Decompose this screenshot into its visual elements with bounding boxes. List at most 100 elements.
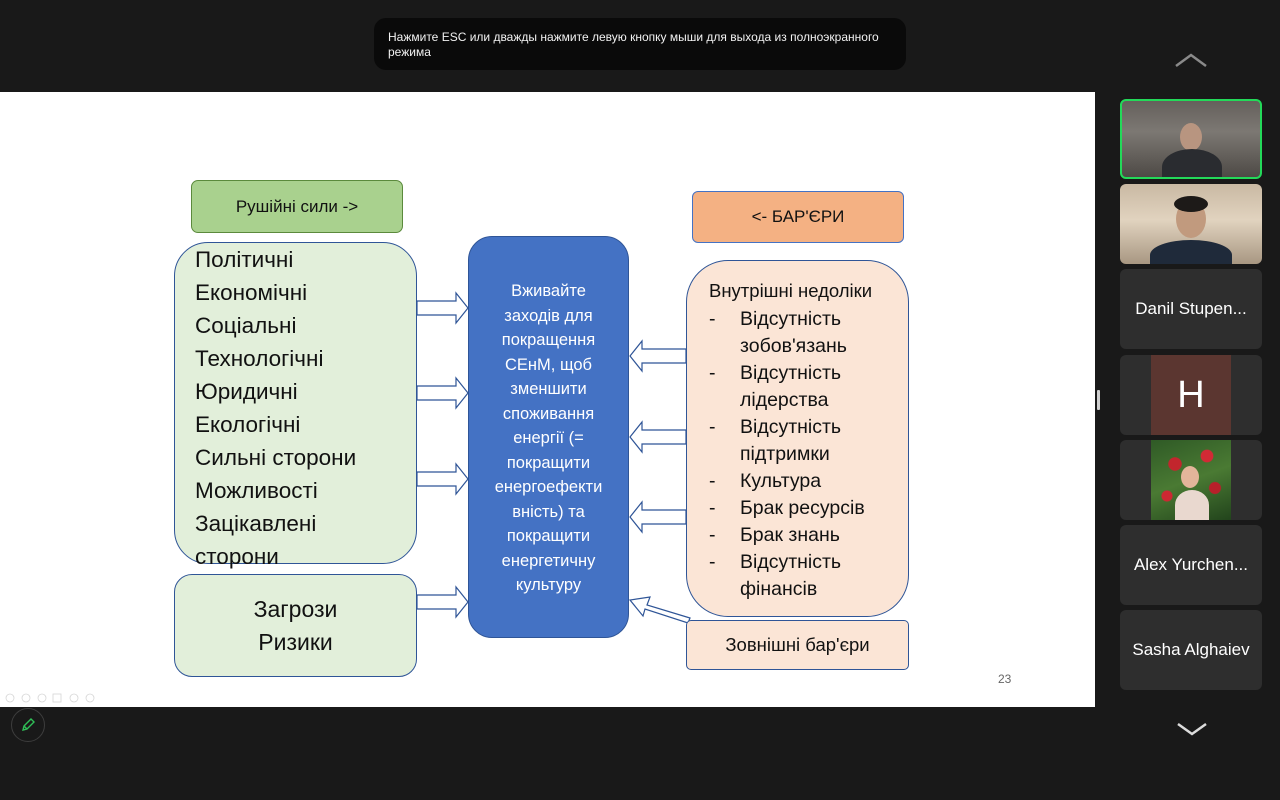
external-barriers-box: Зовнішні бар'єри	[686, 620, 909, 670]
list-dash: -	[709, 497, 716, 519]
barrier-line: зобов'язань	[740, 335, 847, 357]
driver-item: Юридичні	[195, 379, 298, 404]
list-dash: -	[709, 551, 716, 573]
internal-barriers-box: Внутрішні недоліки - Відсутність зобов'яз…	[686, 260, 909, 617]
drivers-header: Рушійні сили ->	[191, 180, 403, 233]
center-line: вність) та	[512, 502, 585, 521]
participant-tile-sasha[interactable]: Sasha Alghaiev	[1120, 610, 1262, 690]
barrier-line: підтримки	[740, 443, 830, 465]
zoom-icon	[69, 693, 79, 703]
participant-hair	[1174, 196, 1208, 212]
internal-barrier-item: - Відсутність зобов'язань	[709, 306, 898, 360]
arrow-right-1	[416, 291, 469, 325]
center-action-box: Вживайте заходів для покращення СЕнМ, що…	[468, 236, 629, 638]
center-line: покращити	[506, 453, 591, 472]
barrier-line: Відсутність	[740, 308, 842, 330]
barrier-line: Відсутність	[740, 362, 842, 384]
driver-item: Соціальні	[195, 313, 297, 338]
list-dash: -	[709, 470, 716, 492]
participant-body	[1150, 240, 1232, 264]
arrow-right-2	[416, 376, 469, 410]
participant-body	[1162, 149, 1222, 177]
slides-grid-icon	[52, 693, 62, 703]
participant-tile-danil[interactable]: Danil Stupen...	[1120, 269, 1262, 349]
slide-arrows	[416, 291, 691, 624]
driver-item: Екологічні	[195, 412, 301, 437]
internal-barrier-item: - Брак ресурсів	[709, 495, 898, 522]
notice-line-1: Нажмите ESC или дважды нажмите левую кно…	[388, 30, 879, 44]
threat-item: Ризики	[258, 628, 333, 655]
panel-resize-handle[interactable]	[1097, 390, 1100, 410]
avatar: H	[1151, 355, 1231, 435]
participant-tile-alex[interactable]: Alex Yurchen...	[1120, 525, 1262, 605]
annotate-button[interactable]	[11, 708, 45, 742]
pencil-icon	[22, 718, 35, 731]
participant-name: Sasha Alghaiev	[1132, 640, 1250, 659]
shared-screen-slide: Рушійні сили -> Політичні Економічні Соц…	[0, 92, 1095, 707]
center-line: енергоефекти	[494, 478, 603, 496]
center-line: зменшити	[510, 380, 587, 398]
barrier-line: Культура	[740, 470, 822, 492]
slide-number: 23	[998, 672, 1012, 686]
participant-name: Danil Stupen...	[1135, 299, 1247, 318]
arrow-right-4	[416, 585, 469, 619]
driver-item: Зацікавлені	[195, 511, 317, 536]
driver-item: Сильні сторони	[195, 445, 357, 470]
barrier-line: Відсутність	[740, 551, 842, 573]
drivers-list-box: Політичні Економічні Соціальні Технологі…	[174, 242, 417, 569]
internal-barrier-item: - Відсутність лідерства	[709, 360, 898, 414]
driver-item: сторони	[195, 544, 279, 569]
barriers-header: <- БАР'ЄРИ	[692, 191, 904, 243]
list-dash: -	[709, 308, 716, 330]
driver-item: Політичні	[195, 247, 294, 272]
barriers-header-label: <- БАР'ЄРИ	[751, 207, 845, 226]
center-line: покращити	[506, 527, 591, 545]
notice-line-2: режима	[388, 45, 431, 59]
center-line: енергетичну	[501, 551, 596, 570]
participant-photo	[1151, 440, 1231, 520]
chevron-up-icon[interactable]	[1174, 52, 1208, 68]
fullscreen-exit-notice: Нажмите ESC или дважды нажмите левую кно…	[374, 18, 906, 70]
driver-item: Економічні	[195, 280, 308, 305]
participant-tile-avatar-h[interactable]: H	[1120, 355, 1262, 435]
avatar-letter: H	[1177, 373, 1205, 416]
slide-toolbar[interactable]	[4, 692, 104, 704]
arrow-left-1	[629, 339, 687, 373]
center-line: споживання	[502, 404, 595, 423]
barrier-line: лідерства	[740, 389, 829, 411]
participant-head	[1181, 466, 1199, 488]
participant-tile-photo[interactable]	[1120, 440, 1262, 520]
next-slide-icon	[21, 693, 31, 703]
chevron-down-icon[interactable]	[1176, 721, 1208, 737]
pen-tool-icon	[37, 693, 47, 703]
participant-video-tile-active[interactable]	[1120, 99, 1262, 179]
participant-body	[1175, 490, 1209, 520]
internal-barrier-item: - Культура	[709, 468, 898, 495]
arrow-right-3	[416, 462, 469, 496]
center-line: енергії (=	[513, 429, 584, 447]
participant-name: Alex Yurchen...	[1133, 555, 1249, 574]
external-barriers-label: Зовнішні бар'єри	[725, 634, 870, 655]
center-line: покращення	[501, 331, 596, 349]
list-dash: -	[709, 416, 716, 438]
center-line: культуру	[515, 576, 582, 594]
list-dash: -	[709, 362, 716, 384]
center-line: заходів для	[504, 306, 593, 325]
driver-item: Можливості	[195, 478, 318, 503]
internal-barriers-title: Внутрішні недоліки	[709, 280, 873, 301]
threats-box: Загрози Ризики	[174, 574, 417, 677]
more-options-icon	[85, 693, 95, 703]
arrow-left-2	[629, 420, 687, 454]
center-line: СЕнМ, щоб	[505, 355, 592, 374]
barrier-line: Брак ресурсів	[740, 497, 865, 519]
prev-slide-icon	[5, 693, 15, 703]
participant-head	[1180, 123, 1202, 151]
internal-barrier-item: - Брак знань	[709, 522, 898, 549]
list-dash: -	[709, 524, 716, 546]
driver-item: Технологічні	[195, 346, 324, 371]
participant-video-tile[interactable]	[1120, 184, 1262, 264]
center-line: Вживайте	[511, 282, 586, 300]
drivers-header-label: Рушійні сили ->	[235, 196, 359, 216]
